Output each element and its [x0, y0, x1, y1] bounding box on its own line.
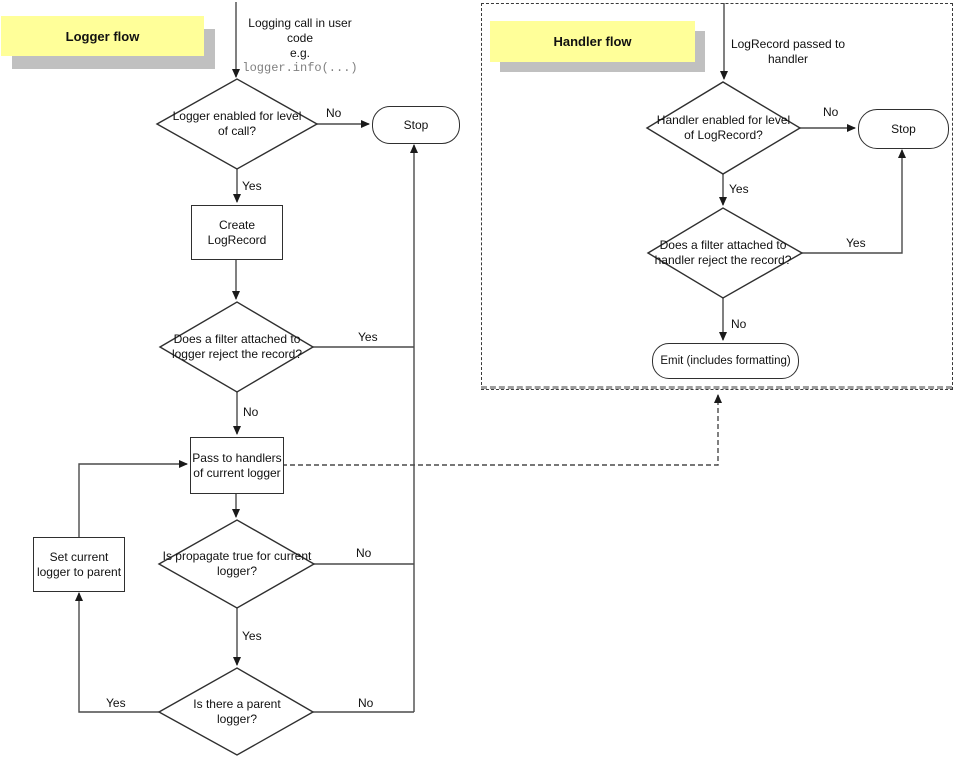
- handler-stop-node: Stop: [858, 109, 949, 149]
- edge-label-no-handler-filter: No: [729, 317, 749, 331]
- decision-propagate-shape: [157, 519, 316, 609]
- handler-flow-dashed-box: [481, 3, 953, 390]
- decision-handler-level-text: Handler enabled for level of LogRecord?: [656, 113, 791, 142]
- user-code-note-text: Logging call in user code: [248, 16, 352, 45]
- decision-logger-filter-shape: [158, 301, 315, 393]
- edge-label-yes-logger-level: Yes: [240, 179, 264, 193]
- emit-node: Emit (includes formatting): [652, 343, 799, 379]
- pass-to-handlers-box: Pass to handlers of current logger: [190, 437, 284, 494]
- edge-decision4-yes-to-setparent: [75, 592, 159, 713]
- edge-label-yes-handler-level: Yes: [727, 182, 751, 196]
- handler-note-text: LogRecord passed to handler: [730, 37, 846, 66]
- edge-setparent-to-pass: [78, 460, 188, 537]
- edge-hdecision2-yes-to-stop: [802, 149, 906, 254]
- decision-propagate-text: Is propagate true for current logger?: [162, 549, 312, 578]
- logger-flow-banner-label: Logger flow: [65, 28, 140, 44]
- edge-label-yes-parent: Yes: [104, 696, 128, 710]
- user-code-note-code: logger.info(...): [242, 61, 358, 75]
- edge-label-no-handler-level: No: [821, 105, 841, 119]
- handler-flow-banner: Handler flow: [490, 21, 695, 62]
- decision-logger-level-shape: [155, 78, 319, 170]
- user-code-note: Logging call in user code e.g. logger.in…: [235, 16, 365, 76]
- decision-logger-filter-text: Does a filter attached to logger reject …: [171, 332, 303, 361]
- handler-flow-box-bottom-border: [481, 386, 952, 389]
- decision-parent-logger-text: Is there a parent logger?: [193, 697, 281, 726]
- decision-handler-filter-text: Does a filter attached to handler reject…: [654, 238, 792, 267]
- edge-label-no-logger-filter: No: [241, 405, 261, 419]
- logger-stop-node: Stop: [372, 106, 460, 144]
- decision-handler-level-shape: [645, 81, 802, 175]
- edge-label-yes-propagate: Yes: [240, 629, 264, 643]
- edge-label-no-parent: No: [356, 696, 376, 710]
- handler-note: LogRecord passed to handler: [728, 37, 848, 67]
- logger-flow-banner: Logger flow: [1, 16, 204, 56]
- create-logrecord-box: Create LogRecord: [191, 205, 283, 260]
- edge-label-no-logger-level: No: [324, 106, 344, 120]
- handler-flow-banner-label: Handler flow: [553, 34, 632, 49]
- decision-parent-logger-shape: [157, 667, 315, 756]
- set-current-logger-box: Set current logger to parent: [33, 537, 125, 592]
- edge-pass-to-handlerflow-dashed: [282, 394, 722, 466]
- edge-label-yes-handler-filter: Yes: [844, 236, 868, 250]
- edge-label-no-propagate: No: [354, 546, 374, 560]
- edge-label-yes-logger-filter: Yes: [356, 330, 380, 344]
- decision-handler-filter-shape: [646, 207, 804, 299]
- decision-logger-level-text: Logger enabled for level of call?: [172, 109, 302, 138]
- user-code-note-eg: e.g.: [289, 46, 310, 60]
